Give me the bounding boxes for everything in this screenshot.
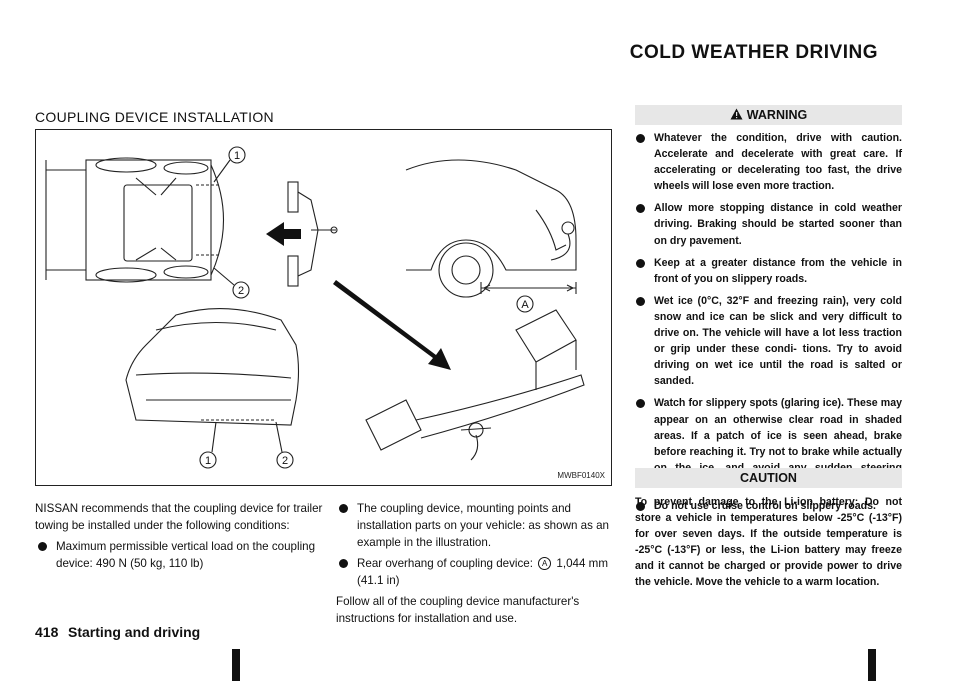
binding-mark-right (868, 649, 876, 681)
callout-a-label: A (521, 299, 529, 311)
warning-item: Wet ice (0°C, 32°F and freezing rain), v… (635, 293, 902, 390)
callout-2-bottom-label: 2 (282, 455, 288, 467)
callout-a-inline-icon: A (538, 557, 552, 571)
warning-item: Allow more stopping distance in cold wea… (635, 200, 902, 248)
warning-item: Do not use cruise control on slippery ro… (635, 498, 902, 514)
vehicle-underside-view (45, 157, 224, 283)
tow-hitch-assembly (365, 309, 585, 461)
bullet-rear-overhang: Rear overhang of coupling device: A 1,04… (336, 555, 616, 589)
page-number: 418 (35, 624, 59, 640)
direction-arrow-left (266, 222, 301, 246)
middle-text-column: The coupling device, mounting points and… (336, 500, 616, 627)
callout-2-top-label: 2 (238, 285, 244, 297)
binding-mark-left (232, 649, 240, 681)
bullet-mounting-points: The coupling device, mounting points and… (336, 500, 616, 551)
vehicle-side-view (405, 159, 577, 298)
vehicle-rear-view (125, 308, 300, 426)
outro-paragraph: Follow all of the coupling device manufa… (336, 595, 580, 625)
caution-text: To prevent damage to the Li-ion battery:… (635, 496, 902, 589)
warning-list: Whatever the condition, drive with cauti… (635, 130, 902, 520)
intro-paragraph: NISSAN recommends that the coupling devi… (35, 502, 323, 532)
callout-a-top (516, 295, 534, 313)
left-text-column: NISSAN recommends that the coupling devi… (35, 500, 323, 572)
callout-2-bottom (276, 451, 294, 469)
callout-1-bottom-label: 1 (205, 455, 211, 467)
chapter-title: COLD WEATHER DRIVING (629, 42, 878, 63)
callout-1-bottom (199, 451, 217, 469)
warning-header: WARNING (635, 105, 902, 125)
bullet-vertical-load: Maximum permissible vertical load on the… (35, 538, 323, 572)
figure-code: MWBF0140X (557, 471, 605, 480)
page-section-title: Starting and driving (68, 624, 201, 640)
rear-overhang-value: 1,044 mm (41.1 in) (357, 557, 608, 587)
illustration-drawing: 1 2 1 2 A (45, 146, 585, 469)
warning-icon (730, 106, 743, 126)
coupling-device-illustration: 1 2 1 2 A MWBF0140X (35, 129, 612, 486)
warning-label: WARNING (746, 108, 808, 122)
callout-1-top-label: 1 (234, 150, 240, 162)
section-heading: COUPLING DEVICE INSTALLATION (35, 109, 274, 125)
warning-item: Keep at a greater distance from the vehi… (635, 255, 902, 287)
caution-header: CAUTION (635, 468, 902, 488)
direction-arrow-diagonal (333, 280, 451, 370)
warning-item: Whatever the condition, drive with cauti… (635, 130, 902, 194)
rear-overhang-label: Rear overhang of coupling device: (357, 557, 533, 570)
mounting-bracket-view (287, 181, 338, 287)
callout-1-top (228, 146, 246, 164)
callout-2-top (232, 281, 250, 299)
